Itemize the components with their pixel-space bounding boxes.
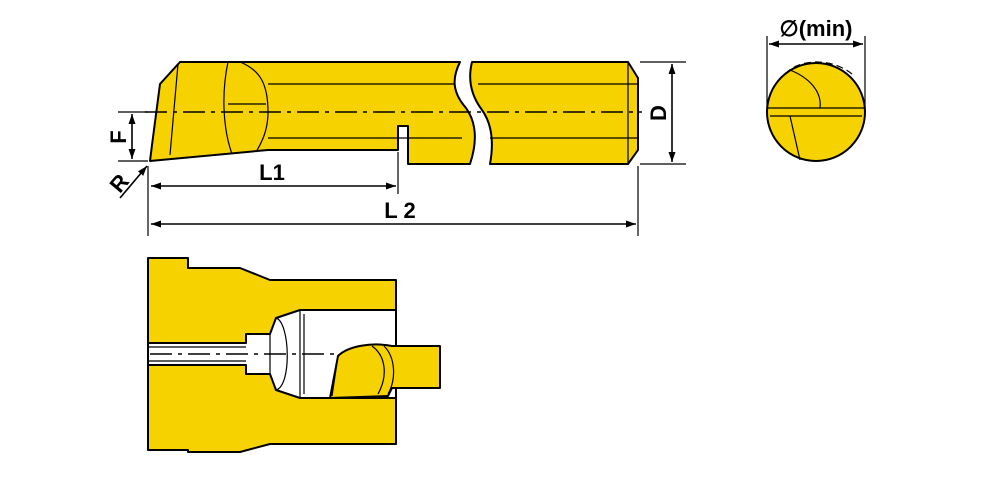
diameter-symbol: ∅ xyxy=(780,16,799,41)
dimension-D: D xyxy=(640,61,686,165)
dim-F-label: F xyxy=(106,130,131,143)
dimension-L1: L1 xyxy=(147,152,399,236)
tool-shank-body xyxy=(469,61,639,165)
tool-in-bore xyxy=(329,343,441,399)
dim-L2-label: L 2 xyxy=(384,198,415,223)
dim-R-label: R xyxy=(105,169,134,197)
diameter-min-text: (min) xyxy=(799,16,853,41)
tool-head-body xyxy=(149,61,476,165)
dim-L1-label: L1 xyxy=(259,160,285,185)
dim-D-label: D xyxy=(646,105,671,121)
dimension-L2: L 2 xyxy=(151,166,639,236)
tool-end-view: ∅(min) xyxy=(766,16,866,162)
end-view-circle xyxy=(766,62,866,162)
dimension-F: F xyxy=(106,111,148,162)
tool-side-view xyxy=(145,61,642,165)
diameter-min-label: ∅(min) xyxy=(780,16,853,41)
workpiece-section xyxy=(147,257,441,453)
dimension-R: R xyxy=(105,165,148,199)
